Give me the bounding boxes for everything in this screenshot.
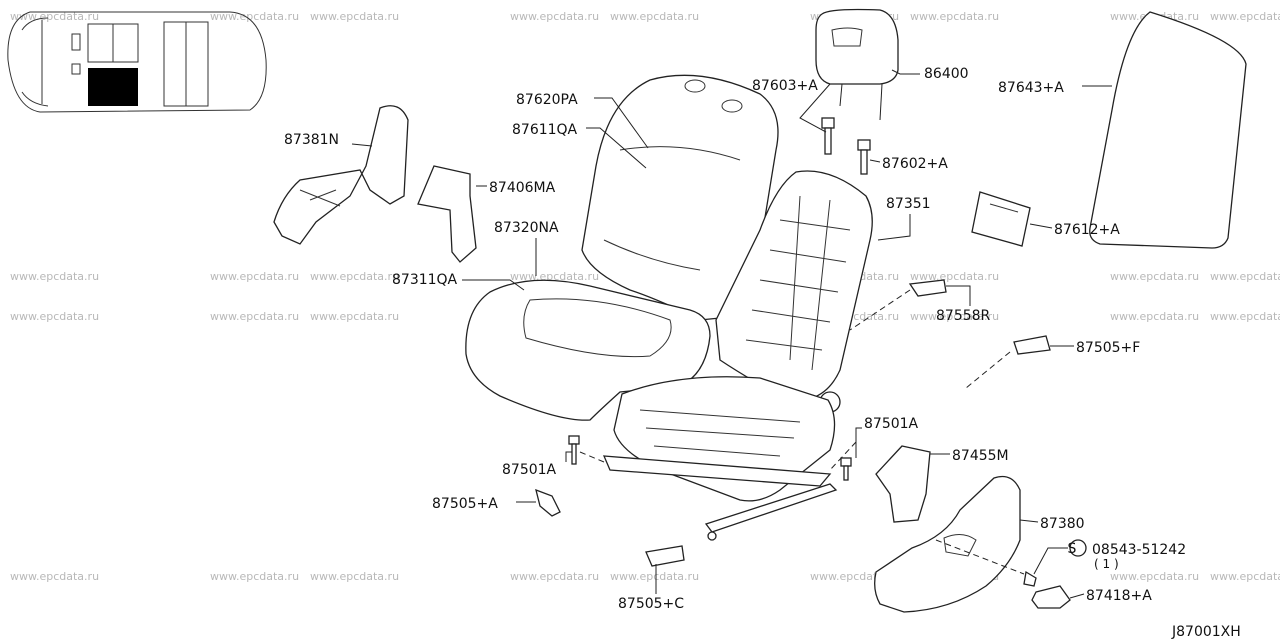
watermark-text: www.epcdata.ru: [310, 570, 399, 583]
clip-87505c: [645, 545, 685, 567]
label-08543: 08543-51242: [1092, 542, 1186, 558]
leader-lines: [351, 69, 1112, 599]
bracket-87406ma: [417, 165, 477, 263]
seat-pocket-87612a: [971, 191, 1031, 247]
headrest-86400: [815, 8, 899, 121]
seat-back-board-87643a: [1089, 11, 1247, 249]
bezel-87455m: [875, 445, 931, 523]
clip-87505a: [535, 488, 561, 517]
label-87602a: 87602+A: [882, 156, 948, 172]
watermark-text: www.epcdata.ru: [610, 10, 699, 23]
knob-87418a: [1031, 585, 1071, 609]
watermark-text: www.epcdata.ru: [1210, 10, 1280, 23]
label-87501a-left: 87501A: [502, 462, 557, 478]
label-87505a: 87505+A: [432, 496, 498, 512]
watermark-text: www.epcdata.ru: [610, 570, 699, 583]
watermark-text: www.epcdata.ru: [310, 10, 399, 23]
label-87620pa: 87620PA: [516, 92, 578, 108]
label-87505f: 87505+F: [1076, 340, 1140, 356]
watermark-text: www.epcdata.ru: [10, 10, 99, 23]
side-trim-87381n: [273, 105, 409, 245]
watermark-text: www.epcdata.ru: [910, 10, 999, 23]
watermark-text: www.epcdata.ru: [10, 270, 99, 283]
label-87406ma: 87406MA: [489, 180, 556, 196]
headrest-guide-87602a: [857, 139, 871, 175]
seat-back-cushion: [581, 74, 779, 321]
watermark-text: www.epcdata.ru: [910, 270, 999, 283]
watermark-text: www.epcdata.ru: [210, 310, 299, 323]
label-87320na: 87320NA: [494, 220, 559, 236]
watermark-text: www.epcdata.ru: [1110, 310, 1199, 323]
watermark-text: www.epcdata.ru: [1210, 270, 1280, 283]
label-08543-qty: ( 1 ): [1094, 557, 1119, 571]
watermark-text: www.epcdata.ru: [510, 10, 599, 23]
watermark-text: www.epcdata.ru: [310, 270, 399, 283]
watermark-text: www.epcdata.ru: [210, 10, 299, 23]
watermark-text: www.epcdata.ru: [10, 310, 99, 323]
watermark-text: www.epcdata.ru: [10, 570, 99, 583]
label-87643a: 87643+A: [998, 80, 1064, 96]
bolt-87501a-right: [840, 457, 852, 481]
label-87418a: 87418+A: [1086, 588, 1152, 604]
watermark-text: www.epcdata.ru: [1110, 270, 1199, 283]
bolt-87501a-left: [568, 435, 580, 465]
watermark-text: www.epcdata.ru: [510, 570, 599, 583]
headrest-guide-87603a: [821, 117, 835, 155]
diagram-code: J87001XH: [1171, 624, 1241, 640]
label-87612a: 87612+A: [1054, 222, 1120, 238]
watermark-text: www.epcdata.ru: [910, 310, 999, 323]
label-87455m: 87455M: [952, 448, 1009, 464]
label-87381n: 87381N: [284, 132, 339, 148]
watermark-text: www.epcdata.ru: [310, 310, 399, 323]
label-87311qa: 87311QA: [392, 272, 458, 288]
watermark-text: www.epcdata.ru: [210, 270, 299, 283]
seat-cushion-frame: [602, 376, 838, 541]
label-87380: 87380: [1040, 516, 1085, 532]
watermark-text: www.epcdata.ru: [210, 570, 299, 583]
watermark-text: www.epcdata.ru: [1210, 310, 1280, 323]
label-87558r: 87558R: [936, 308, 991, 324]
label-87351: 87351: [886, 196, 931, 212]
watermark-text: www.epcdata.ru: [510, 270, 599, 283]
label-87501a-right: 87501A: [864, 416, 919, 432]
vehicle-locator-icon: [7, 11, 267, 113]
label-87603a: 87603+A: [752, 78, 818, 94]
alignment-dashes: [579, 289, 1025, 575]
clip-87558r: [908, 279, 947, 297]
screw-08543: [1023, 539, 1087, 587]
label-87611qa: 87611QA: [512, 122, 578, 138]
watermark-text: www.epcdata.ru: [1210, 570, 1280, 583]
screw-symbol: S: [1068, 541, 1077, 557]
label-86400: 86400: [924, 66, 969, 82]
clip-87505f: [1013, 335, 1051, 355]
watermark-text: www.epcdata.ru: [1110, 570, 1199, 583]
label-87505c: 87505+C: [618, 596, 684, 612]
